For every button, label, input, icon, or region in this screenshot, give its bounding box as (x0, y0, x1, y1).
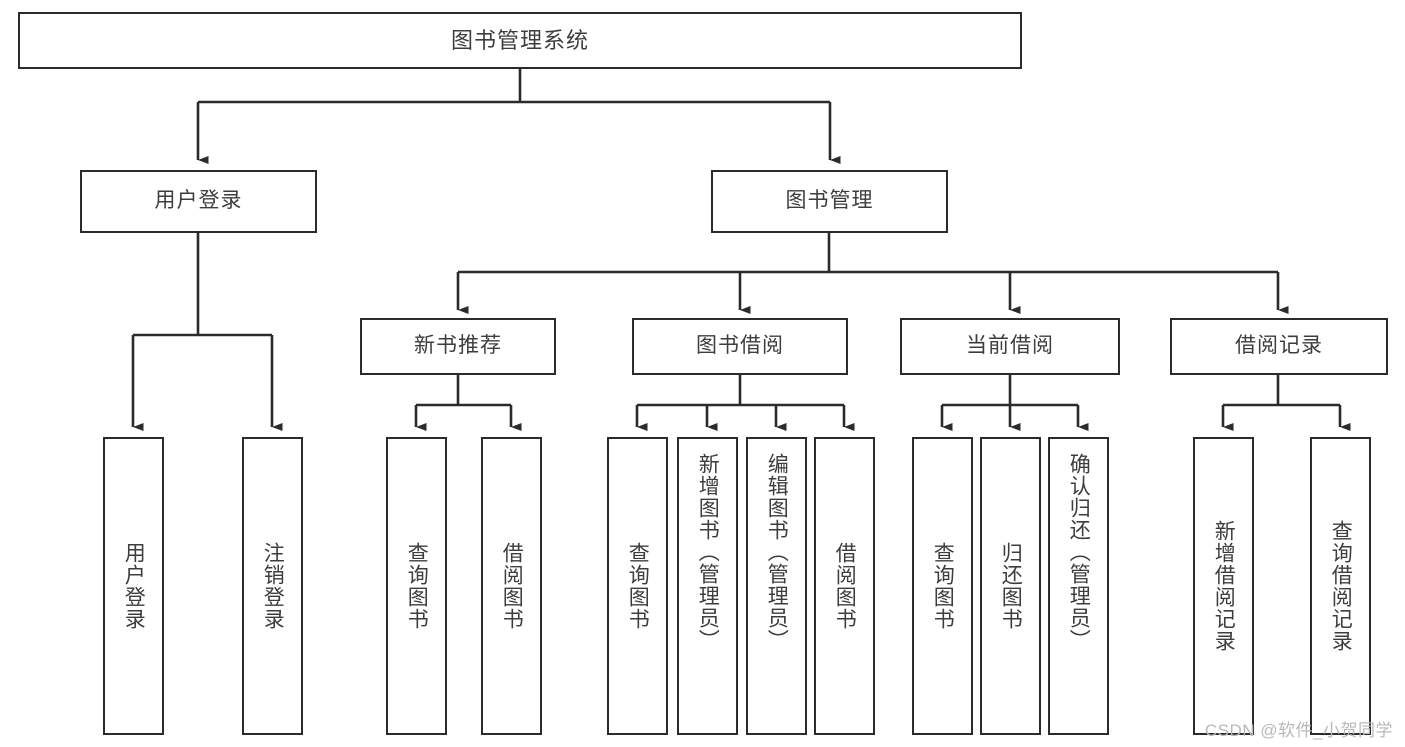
leaf-add-borrow-record[interactable]: 新增借阅记录 (1193, 437, 1254, 735)
leaf-label: 确认归还（管理员） (1067, 453, 1091, 651)
leaf-return-book[interactable]: 归还图书 (980, 437, 1041, 735)
leaf-borrow-book-recommend[interactable]: 借阅图书 (481, 437, 542, 735)
node-label: 当前借阅 (966, 334, 1054, 358)
leaf-label: 查询图书 (626, 542, 650, 630)
node-root-system[interactable]: 图书管理系统 (18, 12, 1022, 69)
leaf-label: 新增图书（管理员） (696, 453, 720, 651)
leaf-query-borrow-record[interactable]: 查询借阅记录 (1310, 437, 1371, 735)
leaf-label: 借阅图书 (833, 542, 857, 630)
leaf-label: 编辑图书（管理员） (765, 453, 789, 651)
leaf-logout[interactable]: 注销登录 (242, 437, 303, 735)
node-label: 图书管理系统 (450, 27, 589, 53)
node-label: 图书管理 (785, 189, 874, 213)
watermark: CSDN @软件_小贺同学 (1204, 721, 1393, 740)
leaf-label: 借阅图书 (500, 542, 524, 630)
node-book-management[interactable]: 图书管理 (711, 170, 948, 233)
node-borrow-records[interactable]: 借阅记录 (1170, 318, 1388, 375)
leaf-query-book-borrow[interactable]: 查询图书 (607, 437, 668, 735)
leaf-label: 查询借阅记录 (1329, 520, 1353, 652)
leaf-label: 查询图书 (405, 542, 429, 630)
leaf-query-book-current[interactable]: 查询图书 (912, 437, 973, 735)
node-label: 图书借阅 (696, 334, 784, 358)
leaf-label: 新增借阅记录 (1212, 520, 1236, 652)
leaf-label: 查询图书 (931, 542, 955, 630)
node-current-borrow[interactable]: 当前借阅 (900, 318, 1120, 375)
leaf-query-book-recommend[interactable]: 查询图书 (386, 437, 447, 735)
leaf-confirm-return-admin[interactable]: 确认归还（管理员） (1048, 437, 1109, 735)
node-label: 新书推荐 (414, 334, 502, 358)
leaf-label: 注销登录 (261, 542, 285, 630)
leaf-edit-book-admin[interactable]: 编辑图书（管理员） (746, 437, 807, 735)
node-user-login[interactable]: 用户登录 (80, 170, 317, 233)
leaf-label: 用户登录 (122, 542, 146, 630)
leaf-label: 归还图书 (999, 542, 1023, 630)
leaf-user-login[interactable]: 用户登录 (103, 437, 164, 735)
node-label: 借阅记录 (1235, 334, 1323, 358)
leaf-add-book-admin[interactable]: 新增图书（管理员） (677, 437, 738, 735)
node-new-book-recommend[interactable]: 新书推荐 (360, 318, 556, 375)
leaf-borrow-book[interactable]: 借阅图书 (814, 437, 875, 735)
node-book-borrow[interactable]: 图书借阅 (632, 318, 848, 375)
node-label: 用户登录 (154, 189, 243, 213)
